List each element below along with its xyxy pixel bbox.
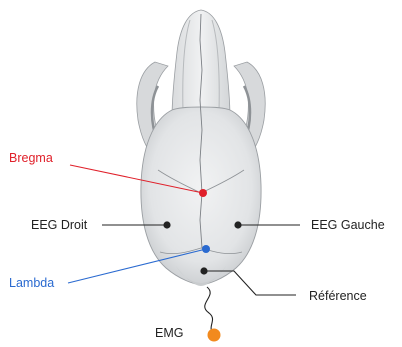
- reference-label: Référence: [309, 289, 367, 303]
- emg-wire: [205, 287, 221, 342]
- rat-skull: [137, 10, 265, 286]
- eeg-droit-label: EEG Droit: [31, 218, 88, 232]
- eeg-gauche-label: EEG Gauche: [311, 218, 385, 232]
- bregma-label: Bregma: [9, 151, 53, 165]
- emg-label: EMG: [155, 326, 183, 340]
- lambda-label: Lambda: [9, 276, 54, 290]
